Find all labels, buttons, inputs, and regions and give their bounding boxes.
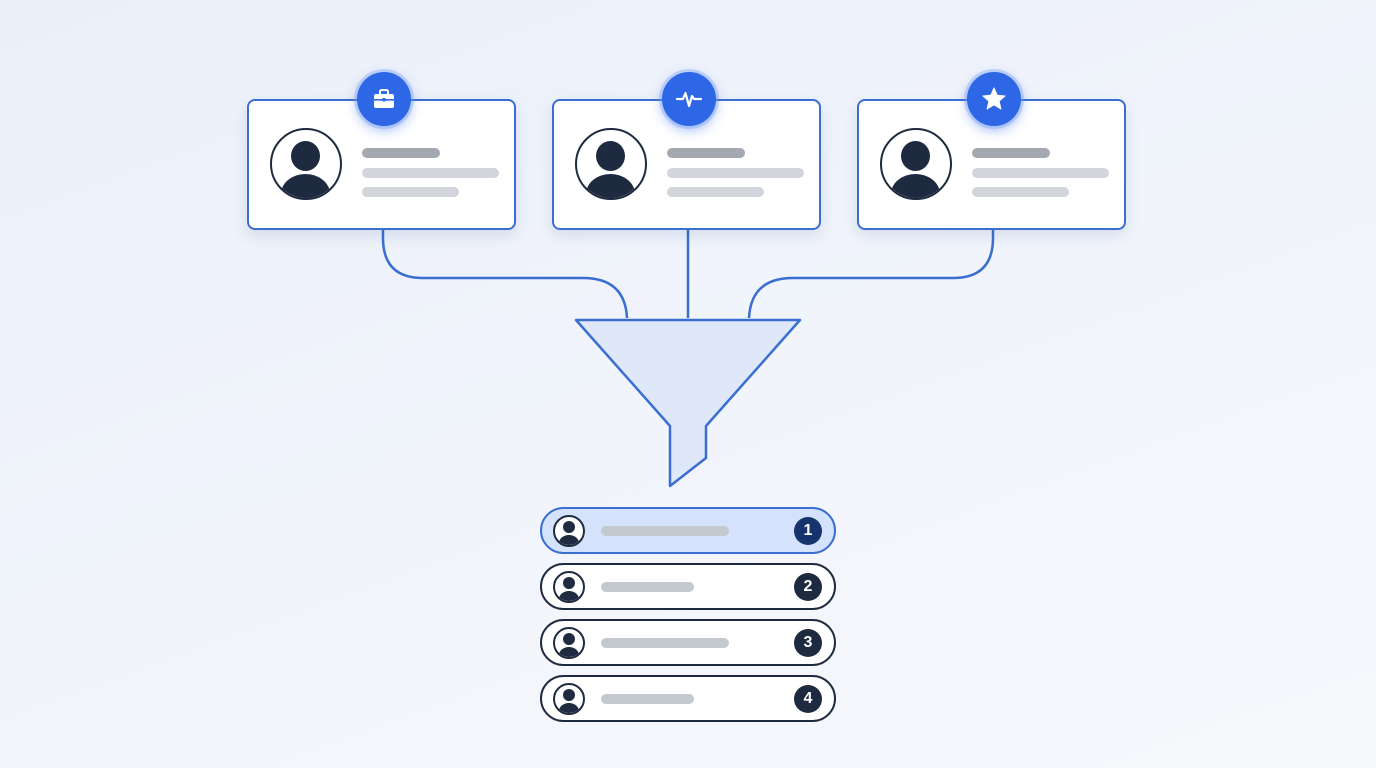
ranked-row-2[interactable]: 2 — [540, 563, 836, 610]
name-placeholder — [601, 638, 729, 648]
detail-placeholder — [667, 168, 804, 178]
profile-card-1[interactable] — [247, 72, 516, 230]
user-avatar-icon — [575, 128, 647, 200]
connector-left — [381, 230, 629, 319]
name-placeholder — [667, 148, 745, 158]
connector-right — [747, 230, 995, 319]
detail-placeholder — [667, 187, 764, 197]
detail-placeholder — [972, 187, 1069, 197]
name-placeholder — [972, 148, 1050, 158]
user-avatar-icon — [553, 571, 585, 603]
user-avatar-icon — [553, 515, 585, 547]
profile-card-3[interactable] — [857, 72, 1126, 230]
detail-placeholder — [362, 187, 459, 197]
detail-placeholder — [972, 168, 1109, 178]
ranked-row-3[interactable]: 3 — [540, 619, 836, 666]
rank-badge: 1 — [794, 517, 822, 545]
user-avatar-icon — [880, 128, 952, 200]
name-placeholder — [601, 582, 694, 592]
ranked-row-4[interactable]: 4 — [540, 675, 836, 722]
name-placeholder — [601, 694, 694, 704]
user-avatar-icon — [553, 683, 585, 715]
rank-badge: 3 — [794, 629, 822, 657]
ranked-row-1[interactable]: 1 — [540, 507, 836, 554]
user-avatar-icon — [270, 128, 342, 200]
name-placeholder — [362, 148, 440, 158]
funnel-icon — [574, 318, 802, 488]
detail-placeholder — [362, 168, 499, 178]
rank-badge: 2 — [794, 573, 822, 601]
pulse-icon — [662, 72, 716, 126]
user-avatar-icon — [553, 627, 585, 659]
profile-card-2[interactable] — [552, 72, 821, 230]
briefcase-icon — [357, 72, 411, 126]
star-icon — [967, 72, 1021, 126]
name-placeholder — [601, 526, 729, 536]
rank-badge: 4 — [794, 685, 822, 713]
